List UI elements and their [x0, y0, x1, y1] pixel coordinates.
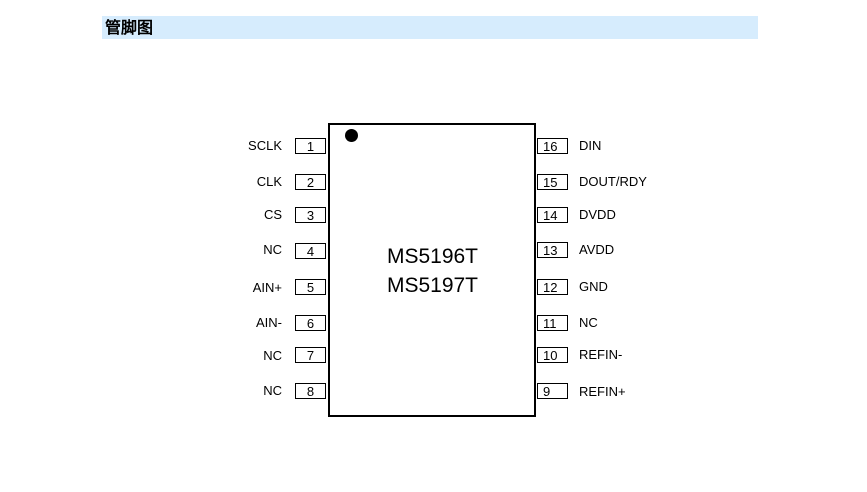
pin-number-box: 7 — [295, 347, 326, 363]
pin1-indicator-dot — [345, 129, 358, 142]
section-title: 管脚图 — [105, 18, 154, 37]
pin-label-left: CS — [263, 207, 282, 222]
pin-number-box: 15 — [537, 174, 568, 190]
pin-number-box: 1 — [295, 138, 326, 154]
pin-number-box: 9 — [537, 383, 568, 399]
pin-label-right: AVDD — [579, 242, 615, 257]
pin-label-right: DOUT/RDY — [579, 174, 647, 189]
pin-number-box: 11 — [537, 315, 568, 331]
pin-number-box: 5 — [295, 279, 326, 295]
pin-label-right: REFIN- — [579, 347, 623, 362]
pin-number-box: 12 — [537, 279, 568, 295]
pin-label-right: DIN — [579, 138, 602, 153]
pin-label-left: NC — [263, 383, 282, 398]
pin-label-left: NC — [263, 348, 282, 363]
pin-label-right: NC — [579, 315, 598, 330]
pin-number-box: 8 — [295, 383, 326, 399]
section-header: 管脚图 — [102, 16, 758, 39]
pin-label-left: CLK — [256, 174, 282, 189]
pin-number-box: 13 — [537, 242, 568, 258]
pin-label-right: REFIN+ — [579, 384, 626, 399]
part-number-1: MS5196T — [386, 245, 479, 268]
pin-label-left: AIN+ — [252, 280, 282, 295]
pin-label-left: AIN- — [256, 315, 282, 330]
pin-number-box: 6 — [295, 315, 326, 331]
pin-number-box: 16 — [537, 138, 568, 154]
part-number-2: MS5197T — [386, 274, 479, 297]
pin-label-right: GND — [579, 279, 608, 294]
pin-label-left: SCLK — [248, 138, 282, 153]
ic-package-body — [328, 123, 536, 417]
pin-label-right: DVDD — [579, 207, 616, 222]
pin-number-box: 4 — [295, 243, 326, 259]
pin-number-box: 2 — [295, 174, 326, 190]
pin-label-left: NC — [263, 242, 282, 257]
pin-number-box: 10 — [537, 347, 568, 363]
pin-number-box: 3 — [295, 207, 326, 223]
pin-number-box: 14 — [537, 207, 568, 223]
